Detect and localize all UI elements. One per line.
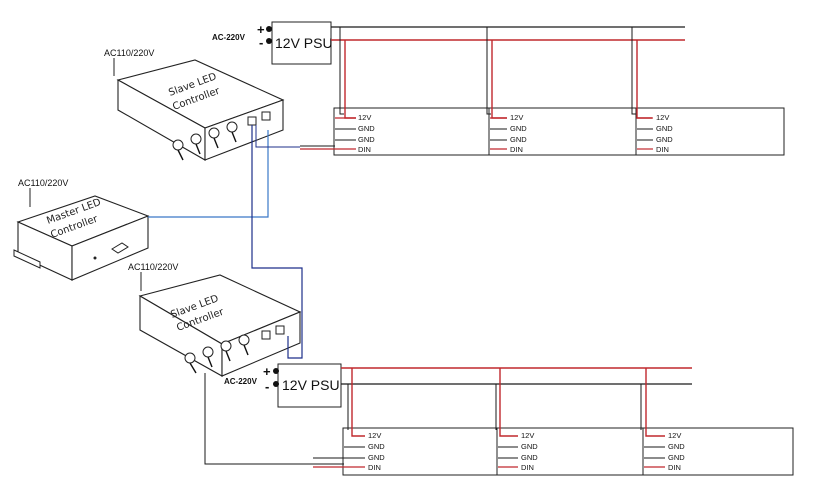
master-ac-label: AC110/220V bbox=[18, 178, 68, 188]
strip-bottom-1-pin-gnd-a: GND bbox=[368, 442, 385, 451]
strip-bottom-3-pin-din: DIN bbox=[668, 463, 681, 472]
strip-top-1-pin-gnd-b: GND bbox=[358, 135, 375, 144]
strip-bottom-2-pin-din: DIN bbox=[521, 463, 534, 472]
strip-bottom-3-pin-gnd-a: GND bbox=[668, 442, 685, 451]
strip-top-1-pin-din: DIN bbox=[358, 145, 371, 154]
psu-bottom-minus: - bbox=[265, 379, 269, 394]
psu-top-box bbox=[271, 21, 332, 65]
strip-bottom-3-pin-gnd-b: GND bbox=[668, 453, 685, 462]
top-bus-wires bbox=[331, 26, 685, 41]
strip-top-3-pin-gnd-a: GND bbox=[656, 124, 673, 133]
strip-top-2-pin-din: DIN bbox=[510, 145, 523, 154]
strip-top-2-pin-12v: 12V bbox=[510, 113, 523, 122]
led-strip-bottom-3 bbox=[642, 427, 794, 476]
strip-top-3-pin-12v: 12V bbox=[656, 113, 669, 122]
psu-bottom-box bbox=[277, 363, 342, 408]
led-strip-top-2 bbox=[488, 107, 637, 156]
psu-bottom-terminal-positive bbox=[273, 368, 279, 374]
psu-bottom: 12V PSU AC-220V + - bbox=[224, 363, 342, 408]
strip-bottom-1-pin-12v: 12V bbox=[368, 431, 381, 440]
bottom-bus-wires bbox=[341, 367, 692, 385]
psu-top-plus: + bbox=[257, 22, 265, 37]
master-controller: AC110/220V Master LED Controller bbox=[13, 178, 150, 281]
strip-top-2-pin-gnd-a: GND bbox=[510, 124, 527, 133]
psu-top-label: 12V PSU bbox=[275, 35, 333, 51]
led-strip-row-bottom: 12V GND GND DIN 12V GND GND DIN 12V GND … bbox=[204, 368, 794, 476]
psu-bottom-label: 12V PSU bbox=[282, 377, 340, 393]
slave-bottom-ac-label: AC110/220V bbox=[128, 262, 178, 272]
slave-controller-bottom: AC110/220V Slave LED Controller bbox=[128, 262, 302, 377]
slave-top-ac-label: AC110/220V bbox=[104, 48, 154, 58]
strip-top-1-pin-12v: 12V bbox=[358, 113, 371, 122]
slave-bottom-ports bbox=[184, 325, 285, 374]
strip-bottom-1-pin-gnd-b: GND bbox=[368, 453, 385, 462]
slave-top-ports bbox=[172, 111, 271, 161]
psu-top-minus: - bbox=[259, 35, 263, 50]
strip-bottom-2-pin-gnd-a: GND bbox=[521, 442, 538, 451]
master-slave-links bbox=[148, 125, 303, 359]
led-strip-top-3 bbox=[635, 107, 785, 156]
strip-bottom-3-pin-12v: 12V bbox=[668, 431, 681, 440]
led-strip-row-top: 12V GND GND DIN 12V GND GND DIN 12V GND … bbox=[300, 27, 785, 156]
slave-controller-top: AC110/220V Slave LED Controller bbox=[104, 48, 285, 161]
psu-top-ac-label: AC-220V bbox=[212, 33, 246, 42]
psu-bottom-terminal-negative bbox=[273, 381, 279, 387]
strip-bottom-2-pin-12v: 12V bbox=[521, 431, 534, 440]
strip-top-2-pin-gnd-b: GND bbox=[510, 135, 527, 144]
port-jack-icon bbox=[111, 242, 129, 254]
psu-bottom-ac-label: AC-220V bbox=[224, 377, 258, 386]
psu-top-terminal-positive bbox=[266, 26, 272, 32]
strip-bottom-1-pin-din: DIN bbox=[368, 463, 381, 472]
psu-top: 12V PSU AC-220V + - bbox=[212, 21, 333, 65]
strip-bottom-2-pin-gnd-b: GND bbox=[521, 453, 538, 462]
psu-top-terminal-negative bbox=[266, 38, 272, 44]
strip-top-3-pin-gnd-b: GND bbox=[656, 135, 673, 144]
led-strip-bottom-2 bbox=[496, 427, 644, 476]
strip-top-1-pin-gnd-a: GND bbox=[358, 124, 375, 133]
strip-top-3-pin-din: DIN bbox=[656, 145, 669, 154]
led-strip-bottom-1 bbox=[342, 427, 498, 476]
psu-bottom-plus: + bbox=[263, 364, 271, 379]
